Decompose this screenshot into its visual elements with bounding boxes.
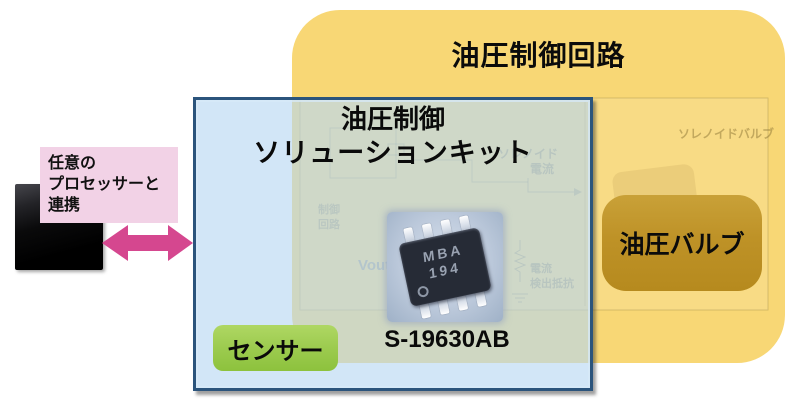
hydraulic-valve-label: 油圧バルブ — [602, 195, 762, 291]
ic-chip-image: MBA 194 — [391, 213, 498, 322]
chip-marking: MBA 194 — [402, 237, 486, 288]
processor-note: 任意の プロセッサーと 連携 — [40, 147, 178, 223]
chip-photo: MBA 194 — [387, 212, 503, 322]
processor-note-line3: 連携 — [48, 197, 81, 214]
processor-note-line1: 任意の — [48, 155, 97, 172]
part-number: S-19630AB — [384, 326, 510, 353]
pin1-indicator-icon — [416, 285, 430, 299]
sensor-label: センサー — [213, 325, 338, 371]
solution-kit-title-line1: 油圧制御 — [340, 104, 445, 134]
processor-note-line2: プロセッサーと — [48, 176, 161, 193]
bidirectional-arrow-icon — [102, 225, 193, 261]
solution-kit-title-line2: ソリューションキット — [253, 138, 533, 168]
bg-label-solenoid-valve: ソレノイドバルブ — [678, 126, 774, 141]
hydraulic-circuit-title: 油圧制御回路 — [451, 40, 626, 71]
solution-kit-title: 油圧制御 ソリューションキット — [196, 102, 590, 170]
solution-kit-panel: 油圧制御 ソリューションキット MBA 194 — [193, 97, 593, 391]
